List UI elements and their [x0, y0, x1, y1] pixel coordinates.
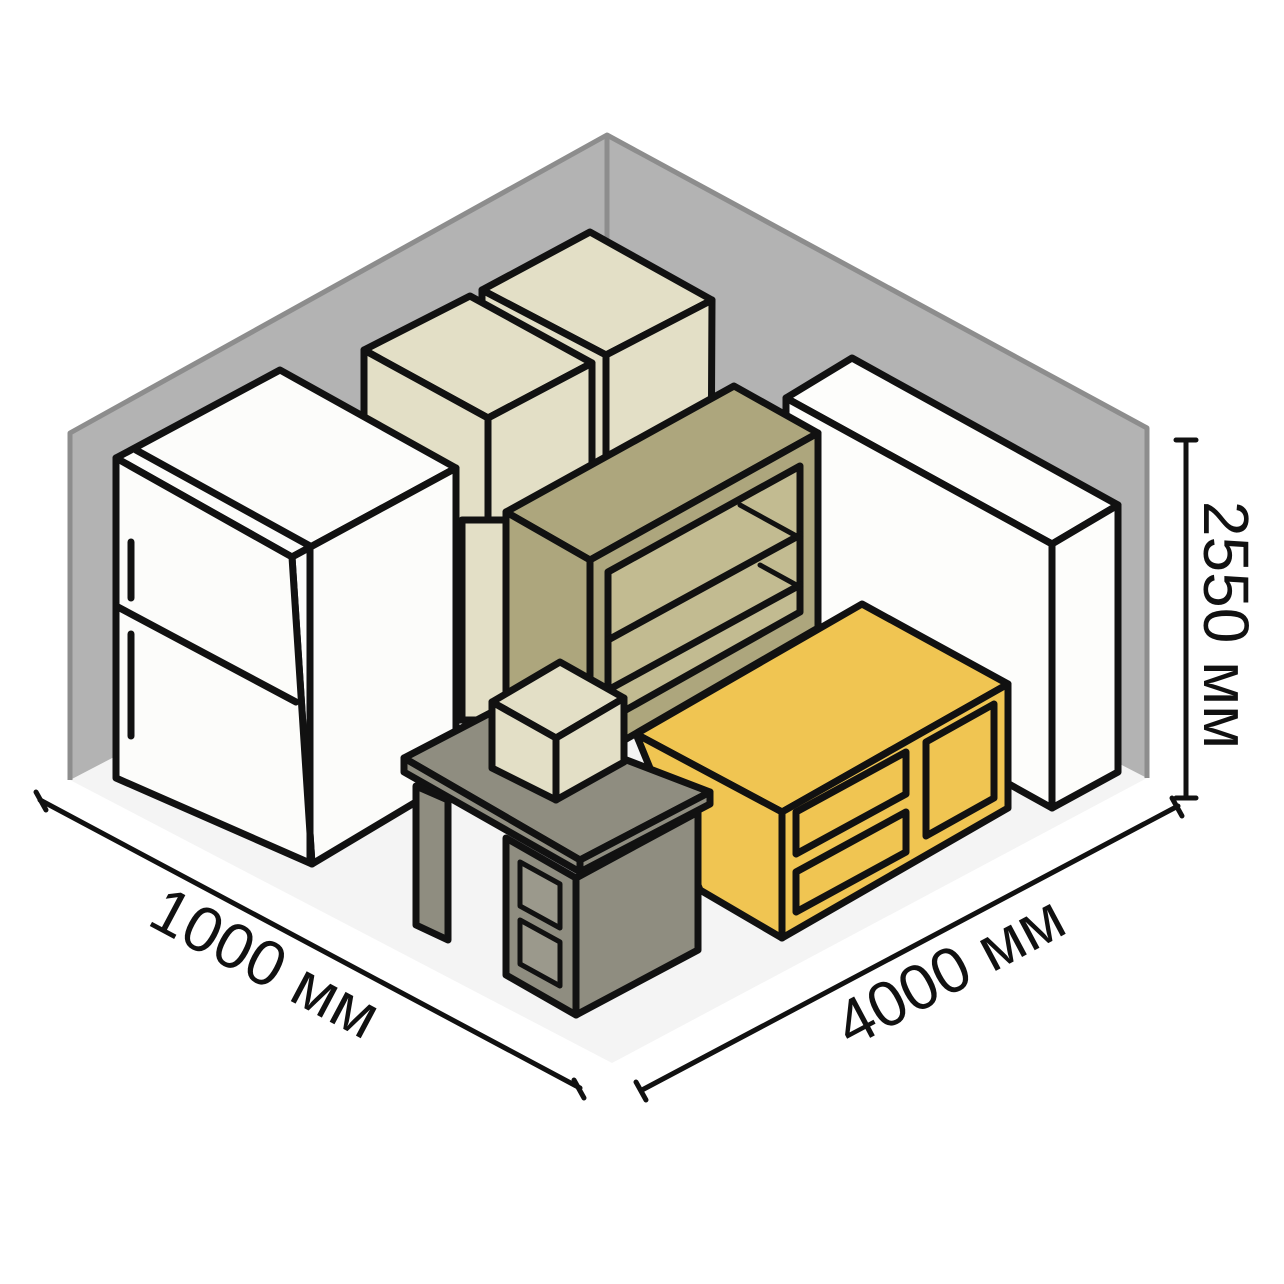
desk-drawer-bottom	[517, 917, 563, 989]
width-dimension	[633, 795, 1185, 1103]
small-box	[488, 658, 628, 804]
height-label: 2550 мм	[1190, 501, 1262, 749]
height-dimension	[1173, 437, 1199, 801]
dresser-drawer-top	[792, 748, 910, 858]
dresser-drawer-bottom	[792, 808, 910, 916]
desk-drawer-top	[517, 859, 563, 931]
depth-dimension	[33, 789, 587, 1101]
dresser-door	[922, 700, 998, 840]
refrigerator	[112, 366, 460, 868]
